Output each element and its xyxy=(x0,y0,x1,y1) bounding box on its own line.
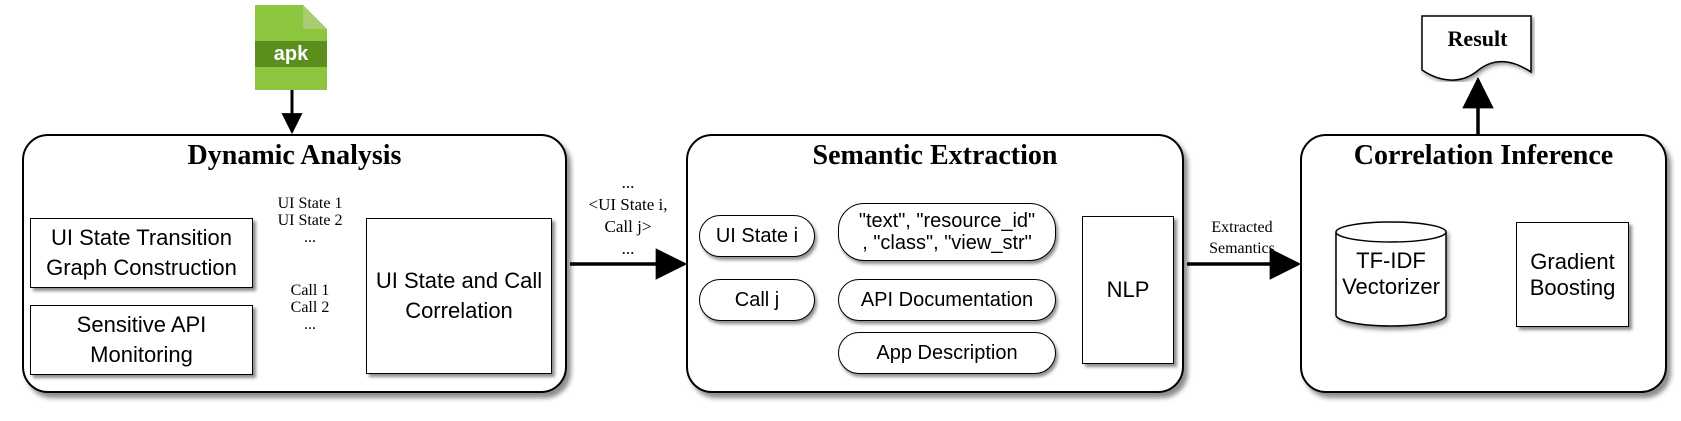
call-j-pill: Call j xyxy=(699,279,815,321)
correlation-line-2: Correlation xyxy=(405,298,513,323)
call-label-2: Call 2 xyxy=(290,299,330,316)
ui-attributes-pill: "text", "resource_id" , "class", "view_s… xyxy=(838,203,1056,261)
monitoring-line-2: Monitoring xyxy=(90,342,193,367)
ui-state-labels: UI State 1 UI State 2 ... xyxy=(255,195,365,246)
gradient-boosting-box: Gradient Boosting xyxy=(1516,222,1629,327)
extracted-semantics-label: Extracted Semantics xyxy=(1187,217,1297,259)
pair-label-2: <UI State i, xyxy=(588,195,668,214)
pair-label-4: ... xyxy=(621,239,635,258)
attributes-line-2: , "class", "view_str" xyxy=(862,232,1032,254)
ui-state-transition-box: UI State Transition Graph Construction xyxy=(30,218,253,288)
ui-state-label-2: UI State 2 xyxy=(277,212,343,229)
nlp-box: NLP xyxy=(1082,216,1174,364)
monitoring-line-1: Sensitive API xyxy=(76,312,207,337)
call-labels: Call 1 Call 2 ... xyxy=(255,282,365,333)
api-documentation-pill: API Documentation xyxy=(838,279,1056,321)
pair-label-1: ... xyxy=(621,173,635,192)
ui-state-label-1: UI State 1 xyxy=(277,195,343,212)
sensitive-api-monitoring-box: Sensitive API Monitoring xyxy=(30,305,253,375)
extracted-line-2: Semantics xyxy=(1209,240,1275,257)
semantic-extraction-title: Semantic Extraction xyxy=(812,140,1058,171)
ui-state-call-correlation-box: UI State and Call Correlation xyxy=(366,218,552,374)
pair-label-3: Call j> xyxy=(604,217,652,236)
result-document: Result xyxy=(1420,14,1535,82)
apk-file-icon: apk xyxy=(255,5,327,90)
correlation-line-1: UI State and Call xyxy=(375,268,543,293)
result-label: Result xyxy=(1447,26,1508,51)
call-label-3: ... xyxy=(304,316,316,333)
call-label-1: Call 1 xyxy=(290,282,330,299)
dynamic-analysis-title: Dynamic Analysis xyxy=(187,140,402,171)
correlation-inference-title: Correlation Inference xyxy=(1353,140,1614,171)
transition-line-1: UI State Transition xyxy=(51,225,232,250)
vectorizer-line-2: Vectorizer xyxy=(1342,274,1440,299)
boosting-line-1: Gradient xyxy=(1530,248,1615,274)
extracted-line-1: Extracted xyxy=(1211,219,1273,236)
ui-state-call-pair-label: ... <UI State i, Call j> ... xyxy=(570,172,686,260)
vectorizer-line-1: TF-IDF xyxy=(1356,248,1426,273)
transition-line-2: Graph Construction xyxy=(46,255,237,280)
ui-state-i-pill: UI State i xyxy=(699,215,815,257)
attributes-line-1: "text", "resource_id" xyxy=(858,210,1036,232)
boosting-line-2: Boosting xyxy=(1529,274,1616,300)
app-description-pill: App Description xyxy=(838,332,1056,374)
tfidf-vectorizer-cylinder: TF-IDF Vectorizer xyxy=(1334,220,1448,328)
apk-label: apk xyxy=(273,43,309,65)
ui-state-label-3: ... xyxy=(304,229,316,246)
